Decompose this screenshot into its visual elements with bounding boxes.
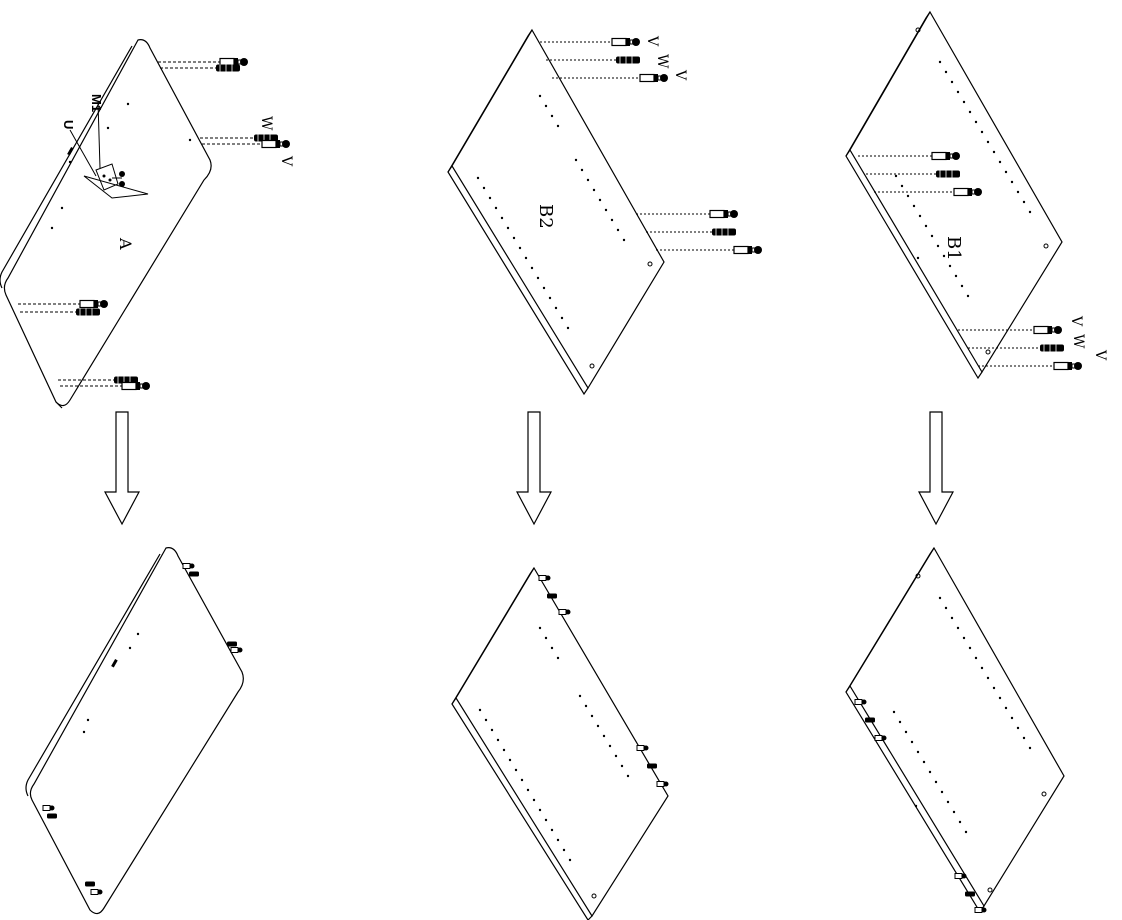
- panel-b1-assembled-holes: [892, 573, 1047, 893]
- bolt-v: [182, 563, 195, 569]
- panel-a-exploded: [0, 39, 212, 409]
- panel-b1-exploded: [845, 10, 1063, 380]
- panel-b2-holes: [476, 94, 653, 369]
- dowel-w: [615, 56, 641, 64]
- panel-a-assembled-holes: [82, 632, 140, 734]
- label-m1: M1: [89, 94, 104, 112]
- dowel-w: [965, 891, 975, 897]
- label-w: W: [1070, 334, 1086, 349]
- bolt-v: [90, 889, 103, 895]
- dowel-w: [547, 593, 557, 599]
- dowel-w: [647, 763, 657, 769]
- panel-b1-fasteners: [858, 155, 1056, 367]
- dowel-w: [189, 571, 199, 577]
- bolt-v: [538, 575, 551, 581]
- dowel-w: [865, 717, 875, 723]
- panel-b1-assembled: [845, 546, 1065, 914]
- label-w: W: [654, 54, 670, 69]
- dowel-w: [227, 641, 237, 647]
- down-arrow-icon: [104, 411, 140, 525]
- bolt-v: [639, 73, 669, 83]
- bolt-v: [121, 381, 151, 391]
- dowel-w: [47, 813, 57, 819]
- panel-b2-fasteners: [540, 41, 736, 251]
- panel-b2-exploded: [447, 28, 665, 396]
- dowel-w: [935, 170, 961, 178]
- bolt-v: [230, 647, 243, 653]
- down-arrow-icon: [516, 411, 552, 525]
- bolt-v: [709, 209, 739, 219]
- bolt-v: [79, 299, 109, 309]
- panel-b2-assembled-holes: [478, 626, 630, 899]
- panel-a-fasteners: [18, 61, 266, 387]
- panel-label-b1: B1: [943, 236, 964, 261]
- bolt-v: [974, 907, 987, 913]
- dowel-w: [215, 64, 241, 72]
- label-u: U: [61, 120, 76, 129]
- bolt-v: [42, 805, 55, 811]
- bolt-v: [1033, 325, 1063, 335]
- dowel-w: [75, 308, 101, 316]
- bolt-v: [954, 873, 967, 879]
- bolt-v: [854, 699, 867, 705]
- bolt-v: [953, 187, 983, 197]
- label-v: V: [672, 69, 688, 81]
- panel-b1-holes: [894, 27, 1049, 355]
- panel-a-holes: [50, 102, 192, 230]
- bracket-m1: [69, 101, 149, 199]
- dowel-w: [711, 228, 737, 236]
- bolt-v: [611, 37, 641, 47]
- label-w: W: [258, 116, 274, 131]
- bolt-v: [874, 735, 887, 741]
- label-v: V: [1092, 349, 1108, 361]
- label-v: V: [1068, 315, 1084, 327]
- bolt-v: [558, 609, 571, 615]
- panel-a-assembled: [25, 547, 244, 915]
- dowel-w: [1039, 344, 1065, 352]
- bolt-v: [931, 151, 961, 161]
- panel-label-b2: B2: [535, 204, 556, 229]
- bolt-v: [636, 745, 649, 751]
- bolt-v: [656, 781, 669, 787]
- bolt-v: [733, 245, 763, 255]
- bolt-v: [261, 139, 291, 149]
- label-v: V: [644, 35, 660, 47]
- panel-label-a: A: [116, 237, 135, 250]
- panel-b2-assembled: [451, 566, 669, 920]
- label-v: V: [278, 155, 294, 167]
- bolt-v: [1053, 361, 1083, 371]
- down-arrow-icon: [918, 411, 954, 525]
- dowel-w: [85, 881, 95, 887]
